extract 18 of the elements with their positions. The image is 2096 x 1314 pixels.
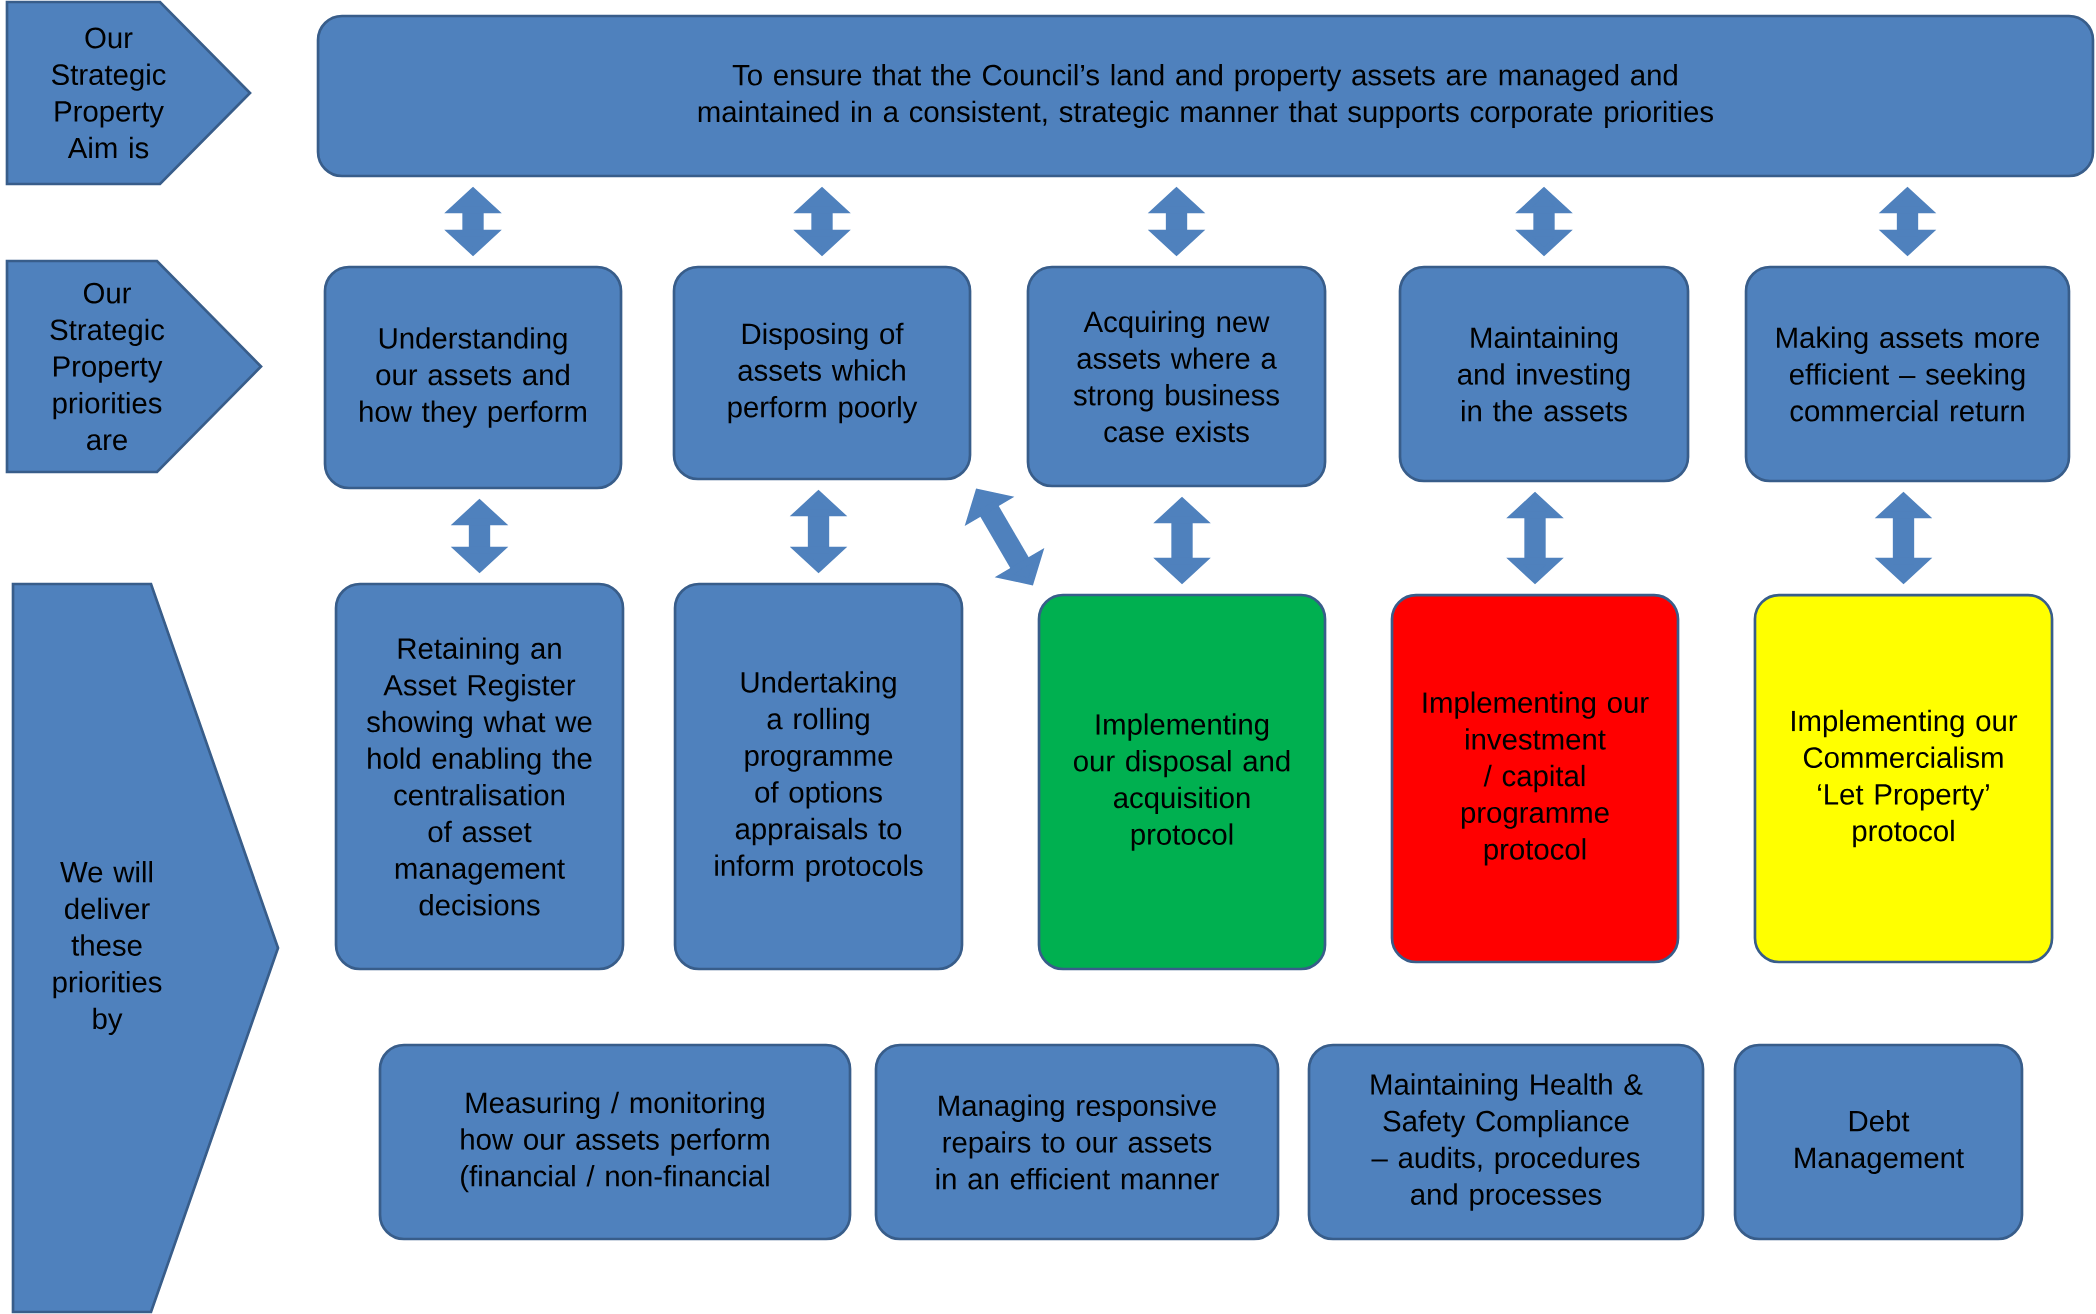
rounded-box: Implementing our investment / capital programme protocol (1390, 593, 1680, 964)
pentagon-banner: We will deliver these priorities by (11, 582, 280, 1314)
rounded-box: Disposing of assets which perform poorly (672, 265, 972, 481)
rounded-box: Measuring / monitoring how our assets perform (financial / non-financial (378, 1043, 852, 1241)
rounded-box: Maintaining Health & Safety Compliance – audits, procedures and processes (1307, 1043, 1705, 1241)
pentagon-banner: Our Strategic Property priorities are (5, 259, 263, 474)
pentagon-banner: Our Strategic Property Aim is (5, 0, 252, 186)
rounded-box: Managing responsive repairs to our assets in an efficient manner (874, 1043, 1280, 1241)
rounded-box: Understanding our assets and how they perform (323, 265, 623, 490)
rounded-box: Undertaking a rolling programme of options appraisals to inform protocols (673, 582, 964, 971)
rounded-box: Maintaining and investing in the assets (1398, 265, 1690, 483)
rounded-box: Implementing our Commercialism ‘Let Property’ protocol (1753, 593, 2054, 964)
rounded-box: To ensure that the Council’s land and property assets are managed and maintained in a consistent, strategic manner that supports corporate priorities (316, 14, 2095, 178)
rounded-box: Debt Management (1733, 1043, 2024, 1241)
rounded-box: Retaining an Asset Register showing what we hold enabling the centralisation of asset management decisions (334, 582, 625, 971)
rounded-box: Acquiring new assets where a strong business case exists (1026, 265, 1327, 488)
rounded-box: Making assets more efficient – seeking commercial return (1744, 265, 2071, 483)
rounded-box: Implementing our disposal and acquisition protocol (1037, 593, 1327, 971)
